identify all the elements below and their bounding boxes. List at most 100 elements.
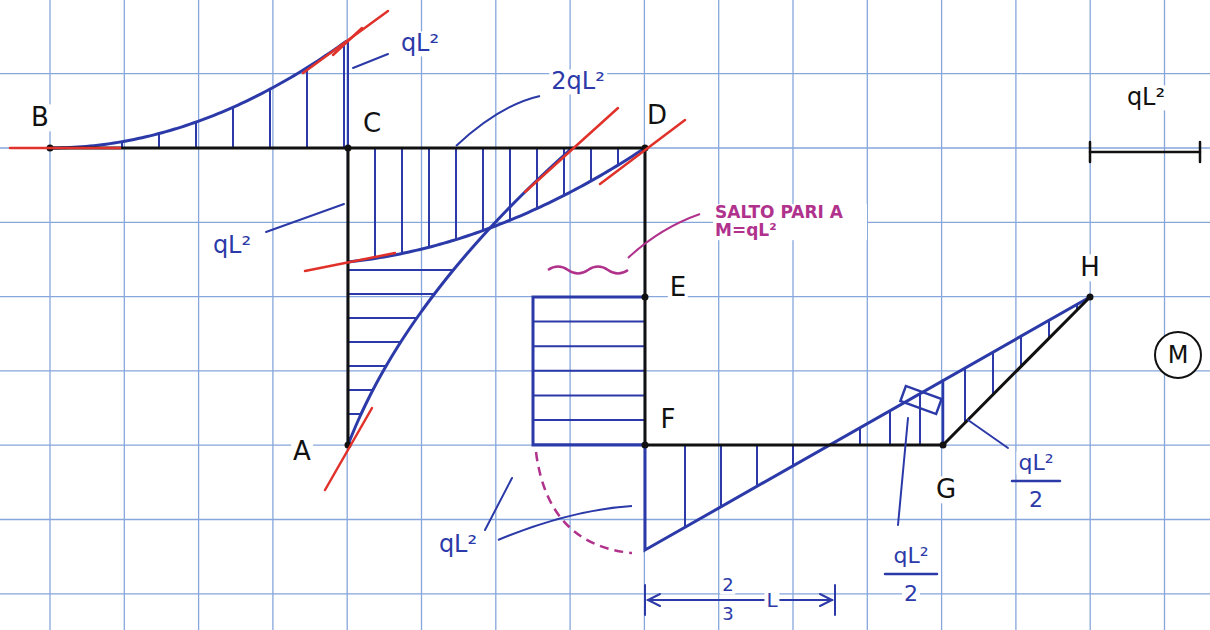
- hatch-line: [348, 365, 386, 367]
- moment-ordinate: [942, 381, 945, 445]
- dimension-arrowhead: [648, 594, 660, 606]
- hatch-line: [232, 107, 234, 148]
- hatch-line: [348, 317, 417, 319]
- grid-line: [0, 222, 1210, 223]
- grid-line: [792, 0, 793, 630]
- joint-dot: [642, 442, 649, 449]
- frame-member: [50, 148, 1090, 445]
- joint-dot: [345, 145, 352, 152]
- hatch-line: [889, 411, 891, 445]
- structure-frame: [47, 145, 1094, 449]
- grid-line: [49, 0, 50, 630]
- hatch-line: [720, 445, 722, 507]
- dimension-line: [648, 599, 832, 601]
- grid-line: [347, 0, 348, 630]
- fraction-numerator: qL²: [1016, 451, 1055, 474]
- hatch-line: [533, 394, 645, 396]
- scale-tick: [1199, 142, 1202, 162]
- hatching: [85, 40, 1077, 527]
- hatch-line: [533, 419, 645, 421]
- grid-line: [124, 0, 125, 630]
- moment-curve: [50, 41, 346, 148]
- fraction-bar: [885, 573, 937, 576]
- hatch-line: [533, 370, 645, 372]
- hatch-line: [343, 43, 345, 148]
- hatch-line: [919, 394, 921, 445]
- hatch-line: [158, 134, 160, 148]
- leader-line: [266, 204, 344, 232]
- leader-line: [968, 420, 1008, 448]
- tangent-lines: [10, 11, 685, 490]
- hatch-line: [684, 445, 686, 527]
- frame-member: [347, 148, 350, 445]
- grid-line: [0, 370, 1210, 371]
- grid-line: [421, 0, 422, 630]
- hatch-line: [348, 293, 434, 295]
- moment-curve: [348, 149, 644, 262]
- leader-line: [353, 54, 388, 68]
- hatch-line: [1020, 336, 1022, 366]
- leader-lines: [266, 54, 1200, 615]
- leader-line: [498, 506, 632, 540]
- hatch-line: [590, 148, 592, 181]
- grid-line: [718, 0, 719, 630]
- fraction-numerator: qL²: [891, 544, 930, 567]
- grid-line: [867, 0, 868, 630]
- hatch-line: [533, 321, 645, 323]
- hatch-line: [992, 352, 994, 395]
- ordinate-marker: [900, 386, 941, 414]
- hatch-line: [348, 269, 453, 271]
- dimension-denominator: 3: [720, 605, 735, 624]
- jump-note: SALTO PARI A M=qL²: [713, 204, 867, 240]
- point-letter: D: [645, 102, 669, 129]
- dimension-tick: [644, 585, 646, 615]
- leader-line: [898, 418, 908, 525]
- leader-line: [485, 478, 512, 530]
- moment-value: 2qL²: [549, 69, 607, 94]
- hatch-line: [195, 122, 197, 148]
- fraction-denominator: 2: [1027, 488, 1045, 511]
- point-letter: H: [1078, 254, 1102, 281]
- hatch-line: [428, 148, 430, 247]
- hatch-line: [269, 89, 271, 148]
- grid-line: [941, 0, 942, 630]
- grid-line: [198, 0, 199, 630]
- tangent-line: [600, 120, 685, 184]
- hatch-line: [455, 148, 457, 240]
- hatch-line: [964, 368, 966, 423]
- leader-line: [456, 96, 540, 146]
- dimension-numerator: 2: [720, 576, 735, 595]
- point-letter: A: [291, 438, 313, 465]
- grid-line: [0, 593, 1210, 594]
- point-letter: E: [668, 274, 688, 301]
- tangent-line: [303, 11, 388, 73]
- hatch-line: [374, 148, 376, 258]
- grid-line: [0, 519, 1210, 520]
- joint-dot: [1087, 294, 1094, 301]
- hatch-line: [756, 445, 758, 486]
- point-letter: G: [934, 476, 958, 503]
- hatch-line: [348, 389, 373, 391]
- hatch-line: [859, 428, 861, 445]
- hatch-line: [347, 40, 349, 148]
- hatch-line: [792, 445, 794, 466]
- hatch-line: [401, 148, 403, 253]
- diagram-tag-circle: M: [1154, 331, 1202, 379]
- joint-dot: [940, 442, 947, 449]
- fraction-bar: [1012, 480, 1060, 483]
- scale-tick: [1089, 142, 1092, 162]
- dimension-unit: L: [764, 590, 779, 611]
- moment-rectangle: [533, 297, 645, 445]
- scale-bar: [1090, 151, 1200, 154]
- rotation-arc: [536, 452, 632, 553]
- fraction-denominator: 2: [902, 582, 920, 605]
- moment-diagram: [50, 40, 1090, 550]
- point-letter: C: [361, 110, 383, 137]
- grid-line: [1015, 0, 1016, 630]
- dimension-tick: [834, 585, 836, 615]
- grid-line: [1090, 0, 1091, 630]
- hatch-line: [348, 341, 401, 343]
- grid-line: [272, 0, 273, 630]
